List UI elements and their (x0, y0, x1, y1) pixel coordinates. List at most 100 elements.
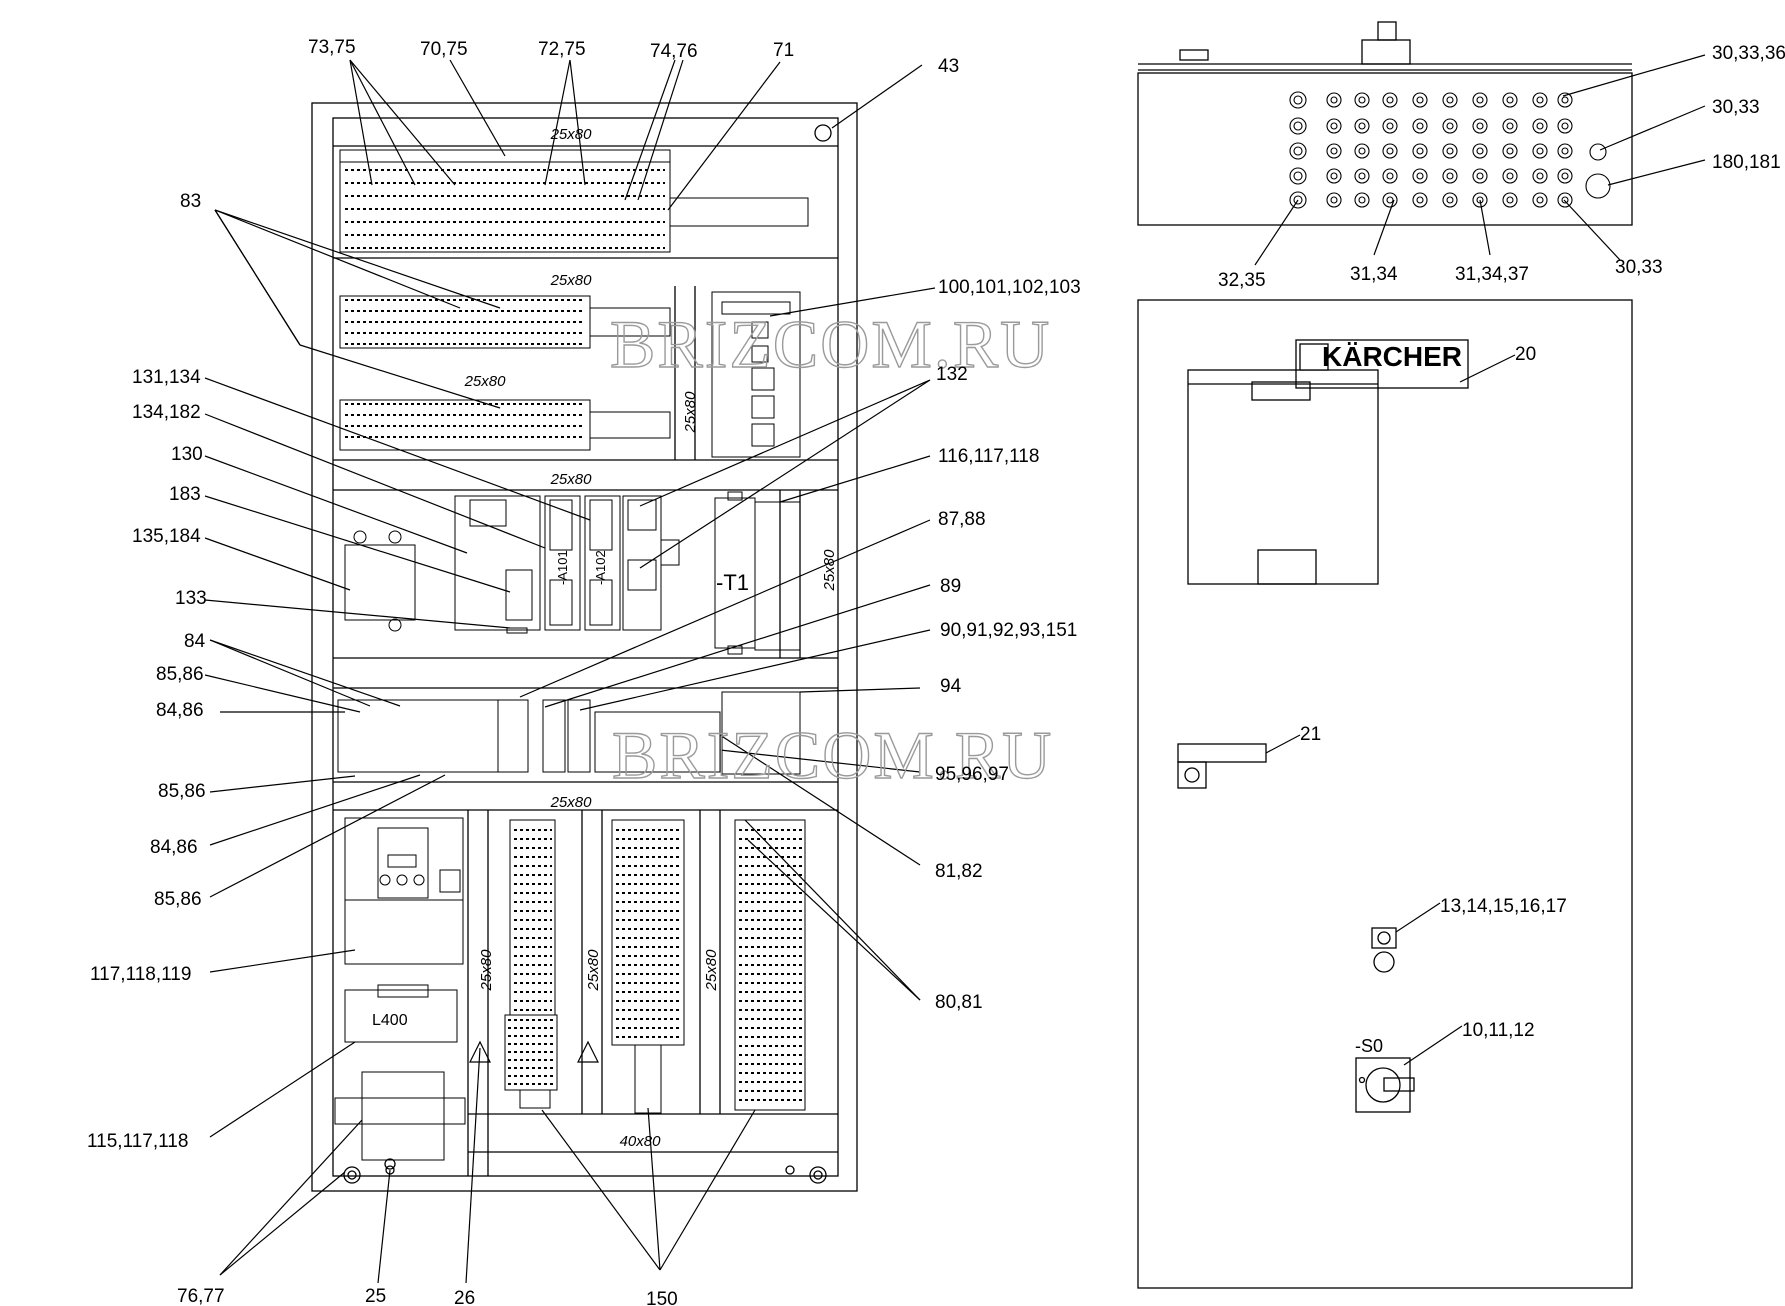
callout-c42: 30,33 (1615, 257, 1663, 278)
watermark-top: BRIZCOM.RU (610, 306, 1051, 382)
cable-gland-icon (1354, 118, 1370, 134)
cabinet-top-view (1137, 21, 1633, 226)
cable-gland-icon (1326, 192, 1342, 208)
cable-gland-icon (1476, 96, 1484, 104)
callout-c2: 70,75 (420, 39, 468, 60)
rail-label-v1: 25x80 (682, 391, 699, 434)
cable-gland-icon (1472, 192, 1488, 208)
cable-gland-icon (1416, 96, 1424, 104)
cable-gland-icon (1446, 147, 1454, 155)
callout-c34: 26 (454, 1288, 475, 1306)
callout-c17: 89 (940, 576, 961, 597)
cable-gland-icon (1506, 96, 1514, 104)
label-t1: -T1 (716, 570, 749, 595)
cable-gland-icon (1506, 196, 1514, 204)
cable-gland-icon (1326, 92, 1342, 108)
label-l400: L400 (372, 1012, 408, 1029)
cable-gland-icon (1446, 96, 1454, 104)
cable-gland-icon (1532, 168, 1548, 184)
label-s0: -S0 (1355, 1036, 1383, 1056)
label-a101: -A101 (555, 550, 570, 585)
cable-gland-icon (1358, 172, 1366, 180)
cable-gland-icon (1532, 118, 1548, 134)
cable-gland-icon (1358, 122, 1366, 130)
cable-gland-icon (1416, 122, 1424, 130)
cable-gland-icon (1386, 196, 1394, 204)
callout-c22: 94 (940, 676, 962, 697)
watermark-bottom: BRIZCOM.RU (612, 717, 1053, 793)
leader-lines (204, 54, 1706, 1284)
callout-c29: 117,118,119 (90, 964, 191, 985)
module-100-103 (711, 291, 801, 458)
cable-gland-icon (1354, 143, 1370, 159)
callout-c13: 116,117,118 (938, 446, 1039, 467)
callout-c28: 85,86 (154, 889, 202, 910)
cable-gland-icon (1506, 122, 1514, 130)
callout-c41: 31,34,37 (1455, 264, 1529, 285)
cable-gland-icon (1330, 96, 1338, 104)
cable-gland-icon (1446, 172, 1454, 180)
cable-gland-icon (1293, 121, 1303, 131)
cable-gland-icon (1293, 171, 1303, 181)
cable-gland-icon (1289, 142, 1307, 160)
cable-gland-icon (1446, 196, 1454, 204)
cable-gland-icon (1330, 172, 1338, 180)
cable-gland-icon (1561, 147, 1569, 155)
cable-gland-icon (1293, 146, 1303, 156)
callout-c36: 30,33,36 (1712, 43, 1785, 64)
cable-gland-icon (1442, 192, 1458, 208)
frequency-inverter (344, 817, 464, 965)
power-supply-l400 (344, 984, 458, 1043)
cable-gland-icon (1476, 122, 1484, 130)
cable-gland-icon (1330, 196, 1338, 204)
cable-gland-icon (1386, 147, 1394, 155)
callout-c33: 25 (365, 1286, 386, 1306)
cable-gland-icon (1557, 192, 1573, 208)
cabinet-door (1137, 299, 1633, 1289)
rail-label-2: 25x80 (550, 272, 593, 289)
callout-c1: 73,75 (308, 37, 356, 58)
rail-label-5: 25x80 (550, 794, 593, 811)
rail-label-v4: 25x80 (585, 949, 602, 992)
brand-logo: KÄRCHER (1322, 341, 1462, 372)
cable-gland-icon (1382, 143, 1398, 159)
cable-gland-icon (1416, 172, 1424, 180)
cable-gland-icon (1502, 192, 1518, 208)
callout-c24: 95,96,97 (935, 764, 1009, 785)
callout-c11: 134,182 (132, 402, 201, 423)
cable-gland-icon (1382, 118, 1398, 134)
cable-gland-icon (1557, 143, 1573, 159)
cable-gland-icon (1412, 192, 1428, 208)
cable-gland-icon (1536, 96, 1544, 104)
cable-gland-icon (1354, 192, 1370, 208)
cable-gland-icon (1416, 196, 1424, 204)
callout-c44: 21 (1300, 724, 1321, 745)
cable-gland-icon (1472, 92, 1488, 108)
cable-gland-icon (1557, 168, 1573, 184)
cable-gland-icon (1358, 196, 1366, 204)
main-breakers (334, 1071, 466, 1161)
cable-gland-icon (1536, 196, 1544, 204)
cable-gland-icon (1502, 118, 1518, 134)
warning-triangle-icon (577, 1040, 599, 1063)
callout-c4: 74,76 (650, 41, 698, 62)
callout-c14: 183 (169, 484, 201, 505)
rail-labels: 25x80 25x80 25x80 25x80 25x80 40x80 25x8… (372, 126, 838, 1150)
cable-gland-icon (1289, 91, 1307, 109)
cable-gland-icon (1557, 118, 1573, 134)
cable-gland-icon (1536, 147, 1544, 155)
cable-gland-icon (1472, 168, 1488, 184)
callout-c20: 84 (184, 631, 206, 652)
cable-gland-icon (1416, 147, 1424, 155)
cable-gland-icon (1476, 147, 1484, 155)
cable-gland-icon (1293, 195, 1303, 205)
cable-gland-icon (1289, 117, 1307, 135)
cable-gland-icon (1354, 92, 1370, 108)
callout-c27: 81,82 (935, 861, 983, 882)
callout-c7: 83 (180, 191, 201, 212)
rail-label-4: 25x80 (550, 471, 593, 488)
cable-gland-icon (1382, 168, 1398, 184)
cable-gland-icon (1502, 143, 1518, 159)
cable-gland-icon (1476, 172, 1484, 180)
callout-c12: 130 (171, 444, 203, 465)
